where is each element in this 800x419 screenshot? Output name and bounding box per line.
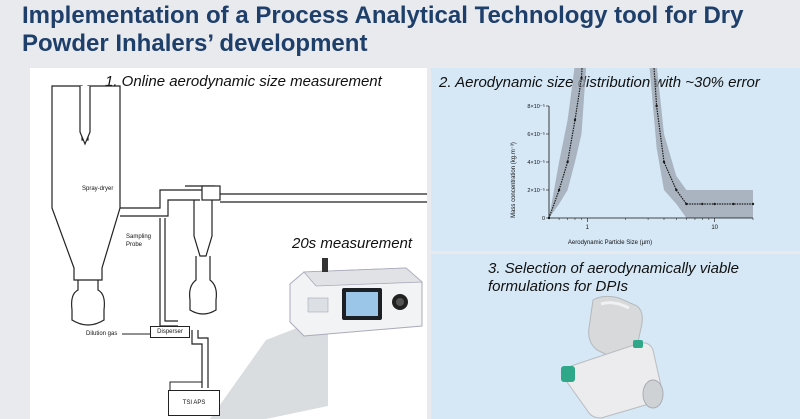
aps-inlet-icon	[322, 258, 328, 272]
selection-panel: 3. Selection of aerodynamically viable f…	[431, 254, 800, 419]
tsi-aps-box: TSI APS	[168, 390, 220, 416]
data-point	[685, 202, 688, 206]
selection-caption: 3. Selection of aerodynamically viable f…	[488, 260, 739, 295]
outlet-duct	[120, 189, 210, 209]
exhaust-pipe	[185, 185, 427, 195]
x-axis-label: Aerodynamic Particle Size (µm)	[568, 240, 652, 246]
online-caption: 1. Online aerodynamic size measurement	[105, 73, 382, 90]
x-tick-label: 1	[586, 225, 590, 231]
data-point	[751, 202, 755, 206]
data-point	[580, 76, 583, 80]
y-tick-label: 2×10⁻⁵	[527, 187, 545, 194]
y-tick-label: 6×10⁻⁵	[527, 131, 545, 138]
aps-instrument	[289, 258, 424, 337]
inhaler-body-icon	[566, 342, 662, 419]
online-measurement-panel: 1. Online aerodynamic size measurement	[30, 68, 427, 419]
disperser-line	[197, 330, 209, 388]
distribution-panel: 2. Aerodynamic size distribution with ~3…	[431, 68, 800, 251]
atomizer-nozzle	[79, 86, 91, 146]
cyclone-head	[201, 185, 221, 201]
data-point	[675, 188, 678, 192]
sampling-probe-label: Sampling Probe	[126, 234, 152, 248]
dilution-gas-label: Dilution gas	[86, 331, 118, 337]
data-point	[573, 118, 577, 122]
y-tick-label: 8×10⁻⁵	[527, 103, 545, 110]
y-tick-label: 4×10⁻⁵	[527, 159, 545, 166]
mean-series-line	[548, 68, 753, 219]
header-band: Implementation of a Process Analytical T…	[0, 0, 800, 64]
disperser-box: Disperser	[150, 326, 190, 338]
error-band	[549, 68, 753, 218]
data-point	[655, 104, 658, 108]
data-point	[662, 160, 666, 164]
inhaler-device	[561, 295, 664, 419]
distribution-caption: 2. Aerodynamic size distribution with ~3…	[439, 74, 760, 91]
data-point	[713, 202, 716, 206]
zoom-cone	[210, 316, 328, 419]
collection-flask	[71, 280, 105, 326]
data-point	[557, 188, 561, 192]
inhaler-button-icon	[561, 366, 575, 382]
data-point	[701, 202, 704, 206]
cyclone-flask	[189, 256, 217, 315]
spray-dryer-label: Spray-dryer	[82, 186, 114, 192]
cyclone	[193, 200, 213, 257]
x-tick-label: 10	[711, 225, 718, 231]
y-tick-label: 0	[542, 216, 545, 222]
process-diagram	[51, 85, 427, 419]
data-point	[732, 202, 735, 206]
page-title: Implementation of a Process Analytical T…	[22, 2, 744, 57]
y-axis-label: Mass concentration (kg.m⁻³)	[511, 142, 517, 218]
distribution-chart: 0 2×10⁻⁵ 4×10⁻⁵ 6×10⁻⁵ 8×10⁻⁵ 1 10 Mass concen…	[511, 68, 755, 246]
data-point	[566, 160, 569, 164]
measurement-label: 20s measurement	[292, 235, 413, 252]
